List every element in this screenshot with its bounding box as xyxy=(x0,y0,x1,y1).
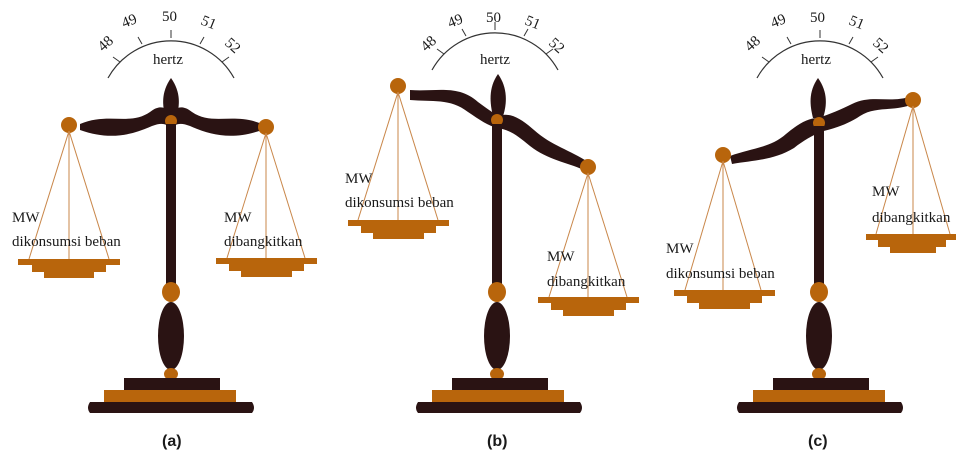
gauge-tick-50: 50 xyxy=(810,10,825,26)
caption-b: (b) xyxy=(487,433,507,450)
pole-bottom-knob xyxy=(490,368,504,380)
gauge-unit: hertz xyxy=(801,52,831,68)
base-top xyxy=(452,378,548,391)
caption-a: (a) xyxy=(162,433,182,450)
gauge-tick-49: 49 xyxy=(446,11,466,31)
gauge-tick-48: 48 xyxy=(95,33,117,55)
pole-bulb xyxy=(158,302,184,370)
generated-label-mw: MW xyxy=(224,210,252,226)
gauge-tick-52: 52 xyxy=(545,35,567,57)
gauge-tick-51: 51 xyxy=(199,13,219,33)
pan-left xyxy=(348,78,449,239)
gauge-unit: hertz xyxy=(480,52,510,68)
pole xyxy=(814,126,824,290)
generated-label-text: dibangkitkan xyxy=(872,210,951,226)
pointer xyxy=(163,78,179,118)
gauge-tick-48: 48 xyxy=(742,33,764,55)
pivot xyxy=(491,114,503,126)
pan-left xyxy=(18,117,120,278)
gauge-tick-51: 51 xyxy=(847,13,867,33)
pole-knob xyxy=(488,282,506,302)
generated-label-mw: MW xyxy=(547,249,575,265)
pointer xyxy=(490,74,506,116)
consumed-label-text: dikonsumsi beban xyxy=(666,266,775,282)
balance-beam xyxy=(410,89,588,170)
generated-label-text: dibangkitkan xyxy=(547,274,626,290)
frequency-gauge: 48 49 50 51 52 hertz xyxy=(95,9,243,79)
consumed-label-mw: MW xyxy=(345,171,373,187)
pan-left xyxy=(674,147,775,309)
pan-right xyxy=(216,119,317,277)
pointer xyxy=(810,78,826,118)
caption-c: (c) xyxy=(808,433,828,450)
base-bottom xyxy=(737,402,903,413)
base-middle xyxy=(753,390,885,402)
gauge-unit: hertz xyxy=(153,52,183,68)
pole-bulb xyxy=(806,302,832,370)
gauge-tick-52: 52 xyxy=(221,35,243,57)
pole-knob xyxy=(810,282,828,302)
gauge-tick-49: 49 xyxy=(120,11,140,31)
base-middle xyxy=(104,390,236,402)
pan-right xyxy=(538,159,639,316)
frequency-gauge: 48 49 50 51 52 hertz xyxy=(742,10,891,79)
scale-b: 48 49 50 51 52 hertz xyxy=(345,10,639,450)
gauge-tick-48: 48 xyxy=(418,33,440,55)
gauge-tick-49: 49 xyxy=(769,11,789,31)
scale-c: 48 49 50 51 52 hertz xyxy=(666,10,956,450)
base-bottom xyxy=(416,402,582,413)
pole-bottom-knob xyxy=(812,368,826,380)
base-bottom xyxy=(88,402,254,413)
gauge-tick-50: 50 xyxy=(162,9,177,25)
pole-bulb xyxy=(484,302,510,370)
pole xyxy=(166,124,176,292)
generated-label-mw: MW xyxy=(872,184,900,200)
gauge-tick-51: 51 xyxy=(523,13,543,33)
frequency-gauge: 48 49 50 51 52 hertz xyxy=(418,10,567,71)
scale-a: 48 49 50 51 52 hertz xyxy=(12,9,317,450)
base-top xyxy=(124,378,220,391)
pole-bottom-knob xyxy=(164,368,178,380)
base-top xyxy=(773,378,869,391)
consumed-label-text: dikonsumsi beban xyxy=(345,195,454,211)
consumed-label-mw: MW xyxy=(12,210,40,226)
base-middle xyxy=(432,390,564,402)
pole xyxy=(492,124,502,290)
pan-right xyxy=(866,92,956,253)
pole-knob xyxy=(162,282,180,302)
gauge-tick-50: 50 xyxy=(486,10,501,26)
gauge-tick-52: 52 xyxy=(869,35,891,57)
consumed-label-text: dikonsumsi beban xyxy=(12,234,121,250)
generated-label-text: dibangkitkan xyxy=(224,234,303,250)
consumed-label-mw: MW xyxy=(666,241,694,257)
